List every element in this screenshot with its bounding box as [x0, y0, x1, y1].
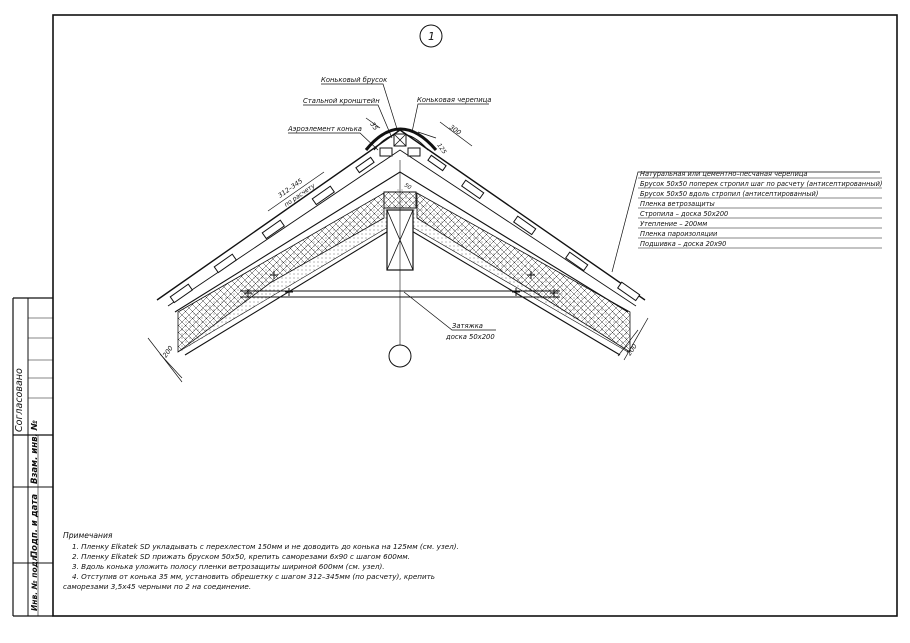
- detail-number-circle: [419, 24, 443, 48]
- layer-wind-membrane: Пленка ветрозащиты: [640, 200, 715, 208]
- layer-cross-batten: Брусок 50х50 поперек стропил шаг по расч…: [640, 180, 882, 188]
- screw-marks: [244, 271, 558, 297]
- ridge-tile: [364, 127, 438, 151]
- note-4-cont: саморезами 3,5х45 черными по 2 на соедин…: [63, 582, 252, 591]
- callout-ridge-aero: Аэроэлемент конька: [287, 125, 362, 133]
- dim-left-200: 200: [161, 344, 175, 359]
- tiles-left: [169, 156, 375, 304]
- side-stamp: [12, 297, 53, 617]
- stamp-inv-original: Инв. № подл.: [30, 553, 39, 611]
- stamp-agreed: Согласовано: [14, 368, 25, 432]
- left-rafter-hatch: [177, 192, 385, 353]
- callout-tie-beam: Затяжка: [452, 322, 483, 330]
- roof-membrane-line: [167, 149, 637, 307]
- callout-ridge-bar: Коньковый брусок: [321, 76, 388, 84]
- roof-section: [147, 83, 880, 383]
- layer-lining: Подшивка – доска 20х90: [640, 240, 726, 248]
- note-1: 1. Пленку Elkatek SD укладывать с перехл…: [72, 542, 459, 551]
- notes-title: Примечания: [63, 531, 113, 540]
- layer-vapor-barrier: Пленка пароизоляции: [640, 230, 718, 238]
- sheet-frame: [52, 14, 898, 617]
- layer-tile: Натуральная или цементно–песчаная черепи…: [640, 170, 807, 178]
- note-3: 3. Вдоль конька уложить полосу пленки ве…: [72, 562, 385, 571]
- layers-table-lines: [638, 177, 882, 249]
- leader-lines: [288, 83, 880, 331]
- ridge-aero-right: [407, 147, 421, 157]
- stamp-replaced-inv: Взам. инв. №: [30, 420, 40, 484]
- stamp-sign-date: Подп. и дата: [30, 494, 40, 558]
- callout-steel-bracket: Стальной кронштейн: [303, 97, 380, 105]
- right-rafter-hatch: [416, 192, 631, 353]
- detail-number: 1: [428, 30, 435, 43]
- dim-35: 35: [368, 121, 379, 132]
- callout-tie-beam-size: доска 50х200: [445, 333, 495, 341]
- axis-marker: [388, 344, 412, 368]
- layer-counter-batten: Брусок 50х50 вдоль стропил (антисептиров…: [640, 190, 818, 198]
- dim-125: 125: [435, 142, 447, 156]
- dim-300: 300: [448, 123, 463, 137]
- ridge-aero-left: [379, 147, 393, 157]
- tiles-right: [427, 154, 641, 302]
- dimension-lines: [147, 117, 649, 383]
- note-2: 2. Пленку Elkatek SD прижать бруском 50х…: [72, 552, 410, 561]
- dim-inner-50: 50: [403, 183, 412, 192]
- note-4: 4. Отступив от конька 35 мм, установить …: [72, 572, 436, 581]
- layer-insulation: Утепление – 200мм: [640, 220, 707, 228]
- layer-rafters: Стропила – доска 50х200: [640, 210, 728, 218]
- callout-ridge-tile: Коньковая черепица: [417, 96, 491, 104]
